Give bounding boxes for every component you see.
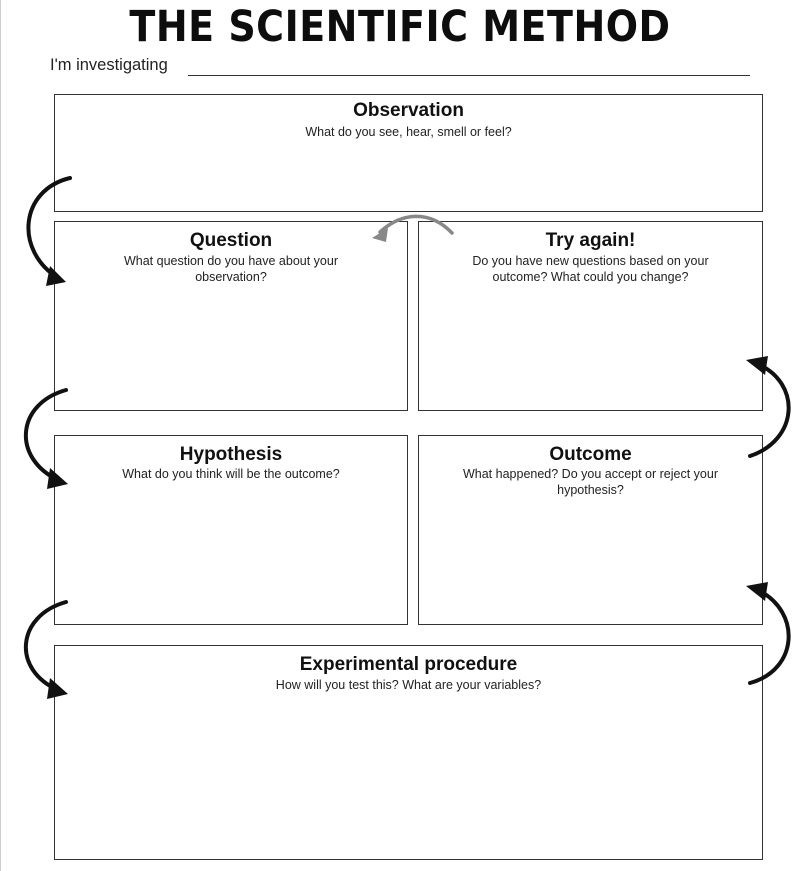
hypothesis-title: Hypothesis [179, 444, 283, 465]
arrow-head-try-again [746, 356, 768, 375]
arrow-head-outcome [746, 582, 768, 601]
hypothesis-box[interactable]: Hypothesis What do you think will be the… [54, 435, 408, 625]
arrow-head-hypothesis [47, 468, 68, 489]
observation-prompt: What do you see, hear, smell or feel? [305, 125, 512, 139]
arrow-procedure-to-outcome [748, 588, 791, 685]
hypothesis-prompt: What do you think will be the outcome? [122, 467, 340, 481]
procedure-prompt: How will you test this? What are your va… [275, 678, 542, 692]
try-again-title: Try again! [545, 230, 636, 251]
procedure-box[interactable]: Experimental procedure How will you test… [54, 645, 763, 860]
observation-box[interactable]: Observation What do you see, hear, smell… [54, 94, 763, 212]
question-box[interactable]: Question What question do you have about… [54, 221, 408, 411]
try-again-box[interactable]: Try again! Do you have new questions bas… [418, 221, 763, 411]
arrow-head-question [46, 266, 66, 286]
outcome-box[interactable]: Outcome What happened? Do you accept or … [418, 435, 763, 625]
question-title: Question [189, 230, 273, 251]
outcome-prompt: What happened? Do you accept or reject y… [462, 467, 718, 497]
investigating-answer-line[interactable] [188, 75, 750, 76]
try-again-prompt: Do you have new questions based on your … [472, 254, 709, 284]
arrow-observation-to-question [26, 176, 72, 280]
arrow-head-question-return [372, 228, 388, 242]
arrow-head-procedure [47, 678, 68, 699]
outcome-title: Outcome [549, 444, 632, 465]
worksheet-title: THE SCIENTIFIC METHOD [129, 2, 671, 52]
observation-title: Observation [353, 100, 464, 121]
page-edge [0, 0, 1, 871]
investigating-label: I'm investigating [50, 56, 168, 74]
arrow-hypothesis-to-procedure [23, 600, 68, 692]
procedure-title: Experimental procedure [299, 654, 518, 675]
question-prompt: What question do you have about your obs… [123, 254, 339, 284]
arrow-outcome-to-try-again [748, 362, 791, 458]
arrow-question-to-hypothesis [23, 388, 68, 482]
arrow-try-again-to-question [378, 214, 454, 235]
